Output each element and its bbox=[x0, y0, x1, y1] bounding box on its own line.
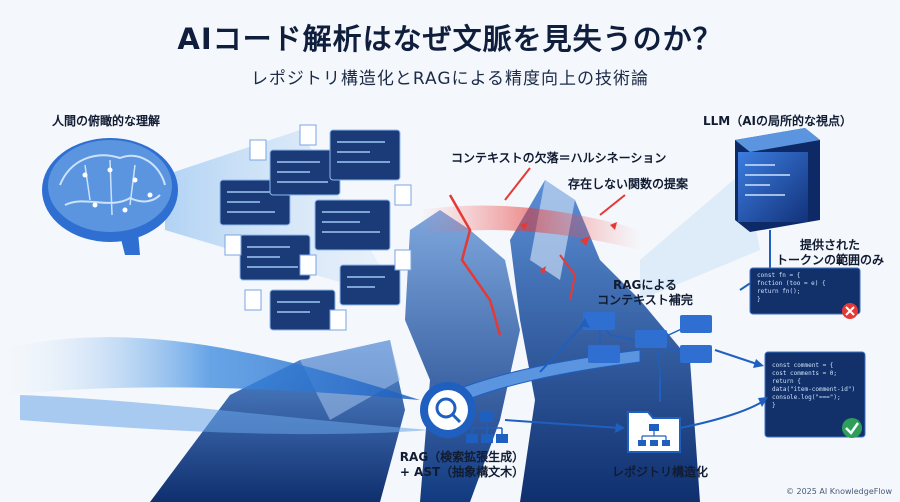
rag-completion-line2: コンテキスト補完 bbox=[597, 293, 693, 307]
token-scope-line2: トークンの範囲のみ bbox=[775, 253, 884, 267]
crack-arrow-2 bbox=[599, 194, 626, 216]
hallucination-crack bbox=[448, 194, 502, 336]
tree-icon bbox=[466, 412, 508, 443]
repo-structuring-label: レポジトリ構造化 bbox=[612, 465, 709, 479]
folder-tree-icon bbox=[627, 411, 681, 453]
arrow-repo-to-good bbox=[679, 399, 766, 429]
arrow-rag-to-good-head bbox=[753, 359, 764, 368]
brain-icon bbox=[42, 138, 178, 255]
good-code-text: const comment = { cost comments = 0; ret… bbox=[772, 362, 855, 410]
llm-server-icon bbox=[735, 128, 820, 232]
good-code-line: return { bbox=[772, 378, 801, 385]
good-code-line: console.log("==="); bbox=[772, 394, 841, 401]
hallucination-glow bbox=[420, 205, 640, 250]
good-code-line: const comment = { bbox=[772, 362, 834, 369]
arrow-rag-to-good bbox=[714, 349, 761, 366]
bad-code-line: const fn = { bbox=[757, 272, 801, 279]
rag-ast-label: RAG（検索拡張生成） + AST（抽象構文木） bbox=[392, 450, 532, 480]
copyright-notice: © 2025 AI KnowledgeFlow bbox=[785, 487, 892, 496]
error-icon-x bbox=[845, 306, 855, 316]
good-code-line: cost comments = 0; bbox=[772, 370, 838, 377]
page-title: AIコード解析はなぜ文脈を見失うのか？ bbox=[177, 22, 723, 56]
success-icon-check bbox=[845, 422, 860, 435]
bad-code-text: const fn = { fnction (too = e) { return … bbox=[757, 272, 826, 304]
bad-code-line: return fn(); bbox=[757, 288, 801, 295]
arrow-to-rag-head bbox=[580, 318, 590, 328]
search-gear-icon bbox=[420, 382, 476, 438]
crack-arrow bbox=[504, 167, 531, 201]
good-code-line: data("item-comment-id") bbox=[772, 386, 856, 393]
nonexistent-function-label: 存在しない関数の提案 bbox=[568, 177, 689, 191]
good-code-panel bbox=[764, 351, 866, 438]
arrow-repo-to-good-head bbox=[758, 397, 768, 407]
bad-code-line: fnction (too = e) { bbox=[757, 280, 826, 287]
rag-completion-label: RAGによる コンテキスト補完 bbox=[585, 278, 705, 308]
success-icon bbox=[842, 418, 862, 438]
bridge-tube bbox=[429, 349, 641, 413]
llm-view-label: LLM（AIの局所的な視点） bbox=[703, 114, 852, 128]
arrow-ast-to-repo-head bbox=[615, 423, 625, 433]
human-view-label: 人間の俯瞰的な理解 bbox=[52, 114, 161, 128]
code-panel-cluster bbox=[219, 124, 412, 331]
token-scope-label: 提供された トークンの範囲のみ bbox=[770, 238, 890, 268]
rag-graph bbox=[583, 312, 712, 376]
wave-swirl bbox=[0, 337, 420, 400]
good-code-line: } bbox=[772, 402, 776, 409]
token-scope-line1: 提供された bbox=[799, 238, 860, 252]
rag-ast-line1: RAG（検索拡張生成） bbox=[399, 450, 525, 464]
bad-code-line: } bbox=[757, 296, 761, 303]
rag-completion-line1: RAGによる bbox=[612, 278, 678, 292]
wave-swirl-2 bbox=[20, 395, 430, 435]
arrow-ast-to-repo bbox=[504, 419, 621, 429]
rag-ast-line2: + AST（抽象構文木） bbox=[399, 465, 525, 479]
hallucination-crack-2 bbox=[559, 254, 577, 301]
llm-view-beam bbox=[640, 170, 760, 300]
page-subtitle: レポジトリ構造化とRAGによる精度向上の技術論 bbox=[250, 69, 650, 89]
red-fragments bbox=[520, 222, 617, 275]
bad-code-panel bbox=[749, 267, 861, 315]
context-gap-label: コンテキストの欠落＝ハルシネーション bbox=[451, 151, 667, 165]
